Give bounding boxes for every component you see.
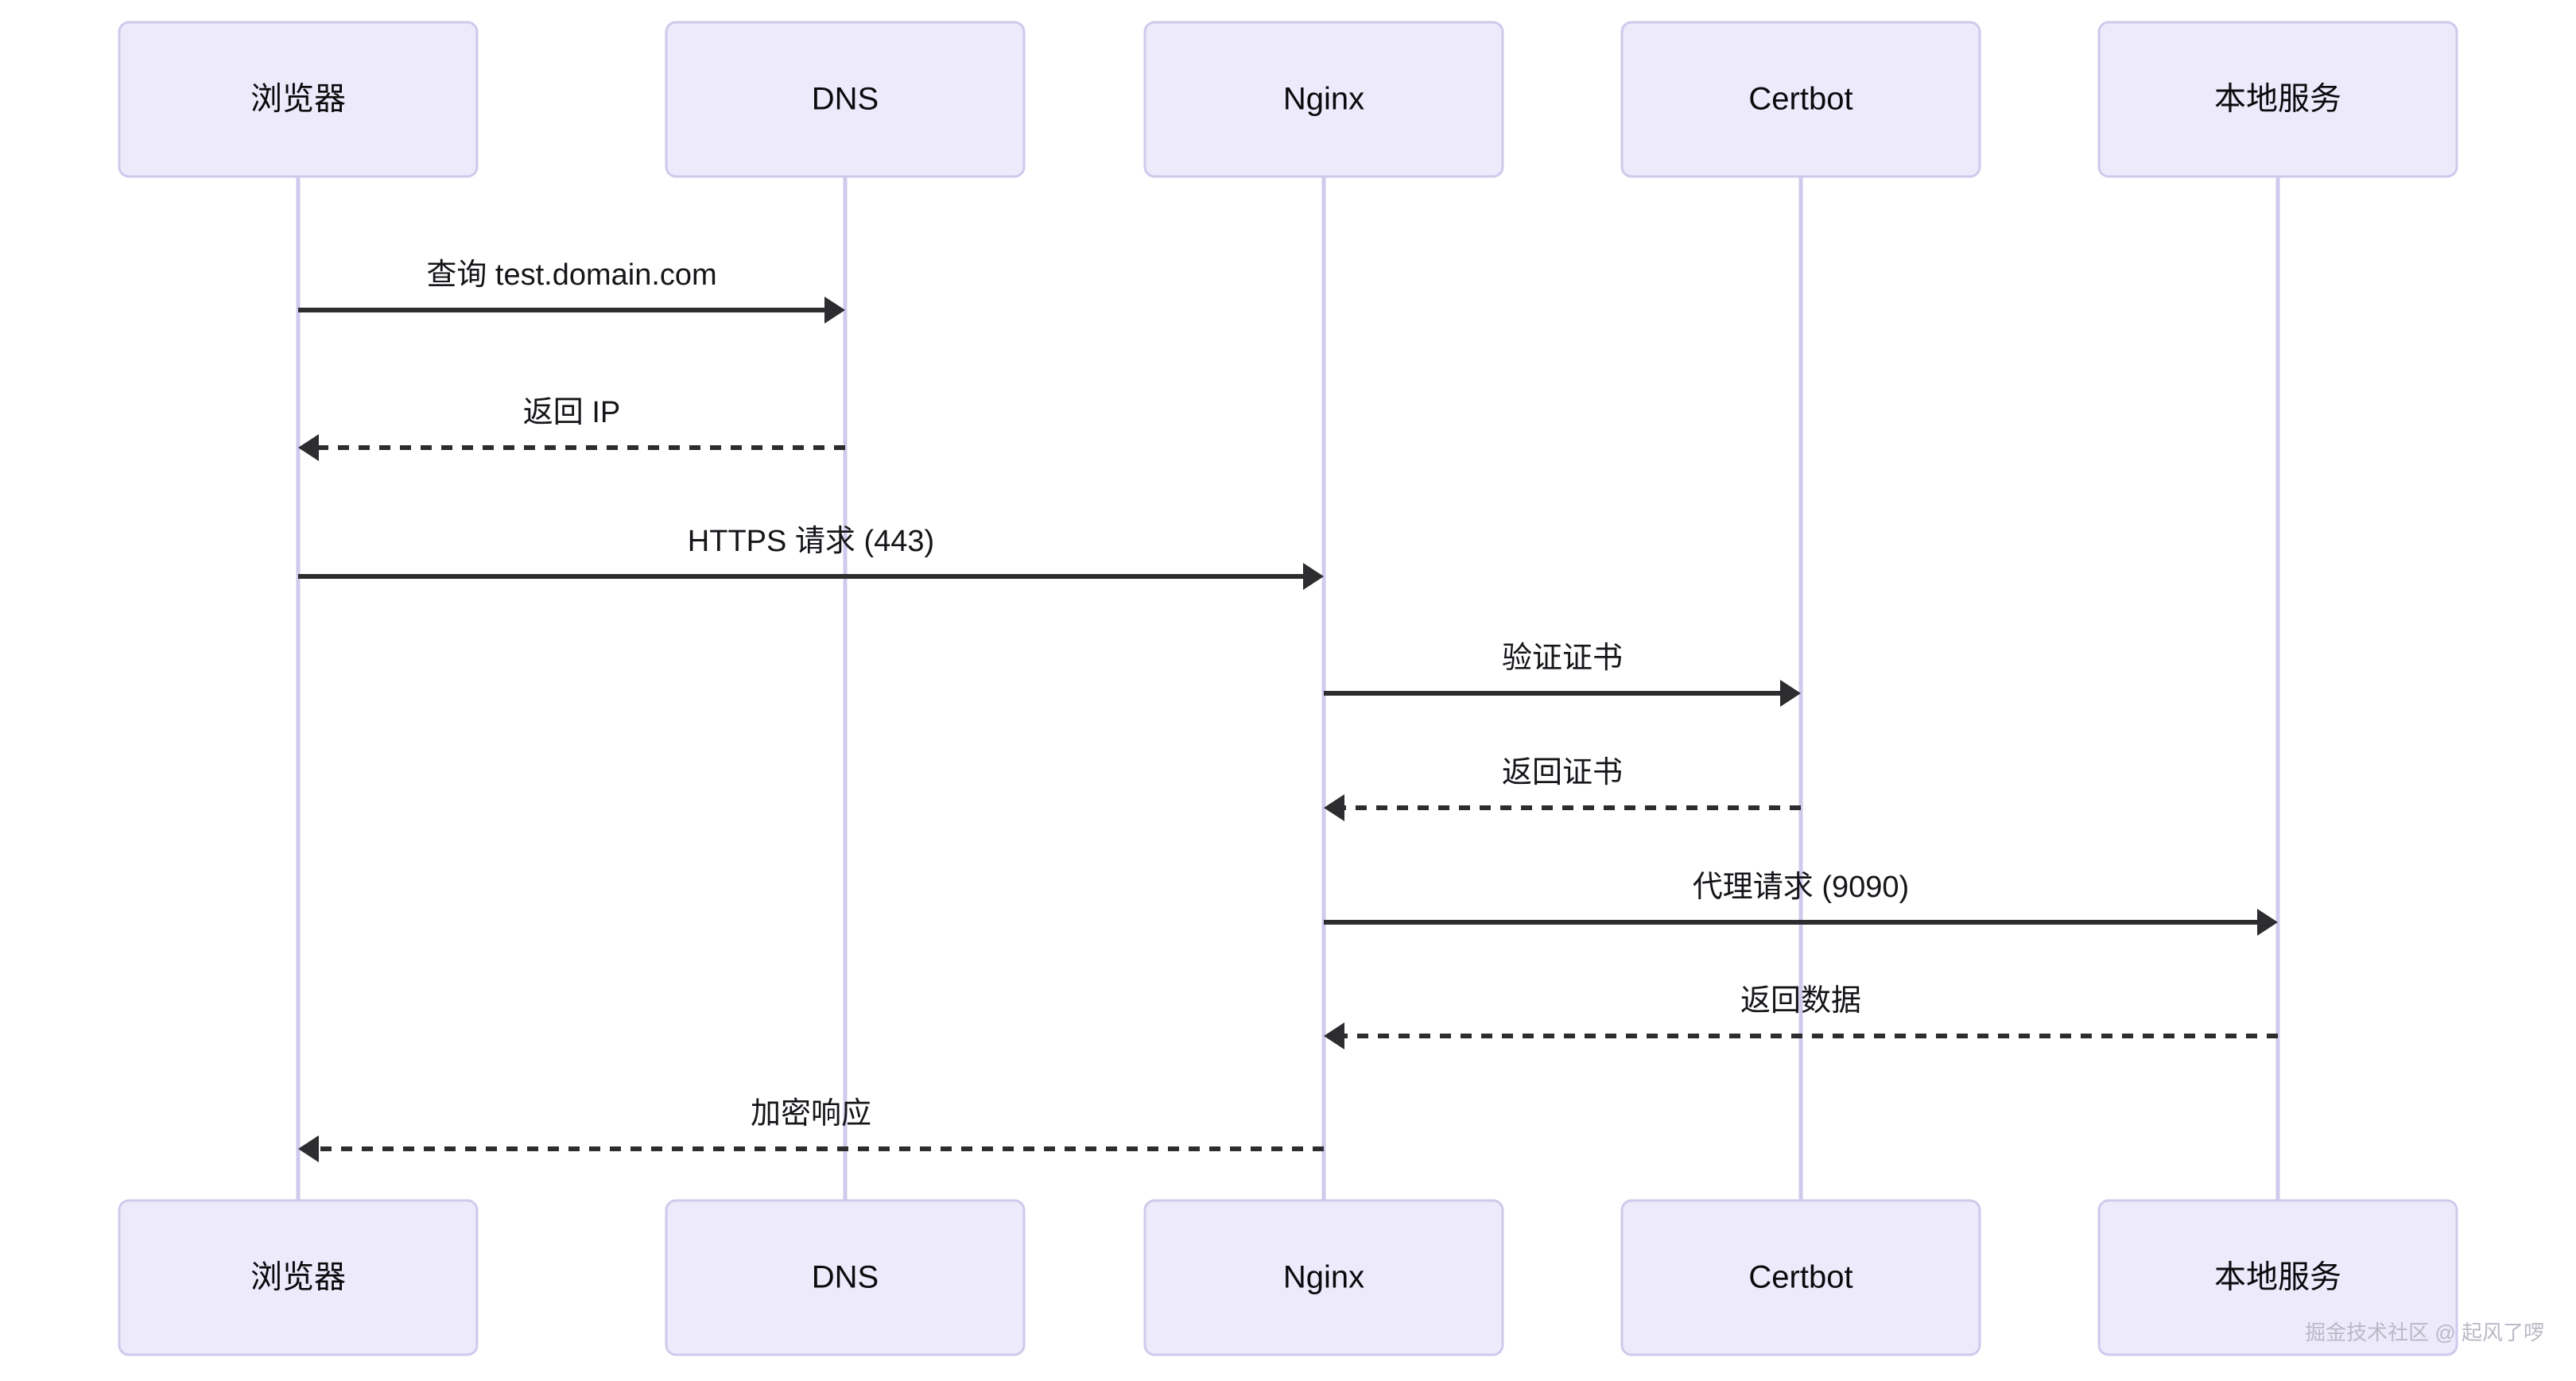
message-label: HTTPS 请求 (443): [688, 525, 934, 558]
message-label: 返回数据: [1740, 984, 1861, 1018]
participant-box-certbot-bottom[interactable]: Certbot: [1620, 1199, 1981, 1356]
message-arrowhead: [2257, 909, 2278, 936]
participant-box-local-top[interactable]: 本地服务: [2097, 21, 2458, 178]
message-4-nginx-to-certbot[interactable]: 验证证书: [1324, 642, 1801, 707]
message-label: 返回证书: [1502, 756, 1623, 789]
message-3-browser-to-nginx[interactable]: HTTPS 请求 (443): [298, 525, 1324, 590]
message-arrowhead: [1324, 1022, 1344, 1049]
participant-box-rect: [1143, 1199, 1504, 1356]
participant-box-rect: [2097, 21, 2458, 178]
participant-box-local-bottom[interactable]: 本地服务: [2097, 1199, 2458, 1356]
message-2-dns-to-browser[interactable]: 返回 IP: [298, 396, 845, 461]
message-arrowhead: [1780, 680, 1801, 707]
participant-box-rect: [665, 21, 1026, 178]
participant-label-nginx: Nginx: [1283, 1260, 1364, 1295]
participant-label-browser: 浏览器: [250, 1260, 346, 1295]
message-label: 验证证书: [1502, 642, 1623, 675]
message-arrowhead: [298, 1135, 319, 1162]
participant-box-browser-bottom[interactable]: 浏览器: [118, 1199, 479, 1356]
participant-box-rect: [665, 1199, 1026, 1356]
message-6-nginx-to-local[interactable]: 代理请求 (9090): [1324, 871, 2278, 936]
participant-boxes-top: 浏览器 DNS Nginx Certbot 本地服务: [118, 21, 2458, 178]
message-7-local-to-nginx[interactable]: 返回数据: [1324, 984, 2278, 1049]
participant-box-rect: [1620, 1199, 1981, 1356]
participant-box-rect: [1620, 21, 1981, 178]
participant-box-certbot-top[interactable]: Certbot: [1620, 21, 1981, 178]
message-1-browser-to-dns[interactable]: 查询 test.domain.com: [298, 258, 845, 324]
message-arrowhead: [1324, 794, 1344, 821]
participant-box-browser-top[interactable]: 浏览器: [118, 21, 479, 178]
message-arrowhead: [824, 297, 845, 324]
message-label: 加密响应: [751, 1097, 871, 1131]
message-8-nginx-to-browser[interactable]: 加密响应: [298, 1097, 1324, 1162]
message-arrowhead: [298, 434, 319, 461]
participant-box-dns-bottom[interactable]: DNS: [665, 1199, 1026, 1356]
participant-box-rect: [1143, 21, 1504, 178]
message-label: 代理请求 (9090): [1693, 871, 1909, 904]
participant-label-local: 本地服务: [2214, 1260, 2341, 1295]
participant-label-dns: DNS: [812, 1260, 879, 1295]
participant-box-nginx-bottom[interactable]: Nginx: [1143, 1199, 1504, 1356]
messages-group: 查询 test.domain.com 返回 IP HTTPS 请求 (443) 验证证…: [298, 258, 2278, 1162]
watermark-label: 掘金技术社区 @ 起风了啰: [2305, 1321, 2544, 1344]
participant-label-dns: DNS: [812, 82, 879, 117]
participant-box-dns-top[interactable]: DNS: [665, 21, 1026, 178]
participant-box-nginx-top[interactable]: Nginx: [1143, 21, 1504, 178]
participant-boxes-bottom: 浏览器 DNS Nginx Certbot 本地服务: [118, 1199, 2458, 1356]
lifelines-group: [296, 177, 2280, 1201]
participant-box-rect: [2097, 1199, 2458, 1356]
participant-label-certbot: Certbot: [1748, 82, 1852, 117]
participant-label-browser: 浏览器: [250, 82, 346, 117]
participant-box-rect: [118, 21, 479, 178]
participant-box-rect: [118, 1199, 479, 1356]
message-5-certbot-to-nginx[interactable]: 返回证书: [1324, 756, 1801, 821]
message-label: 查询 test.domain.com: [426, 258, 716, 292]
participant-label-certbot: Certbot: [1748, 1260, 1852, 1295]
participant-label-nginx: Nginx: [1283, 82, 1364, 117]
message-arrowhead: [1303, 563, 1324, 590]
participant-label-local: 本地服务: [2214, 82, 2341, 117]
message-label: 返回 IP: [523, 396, 620, 429]
